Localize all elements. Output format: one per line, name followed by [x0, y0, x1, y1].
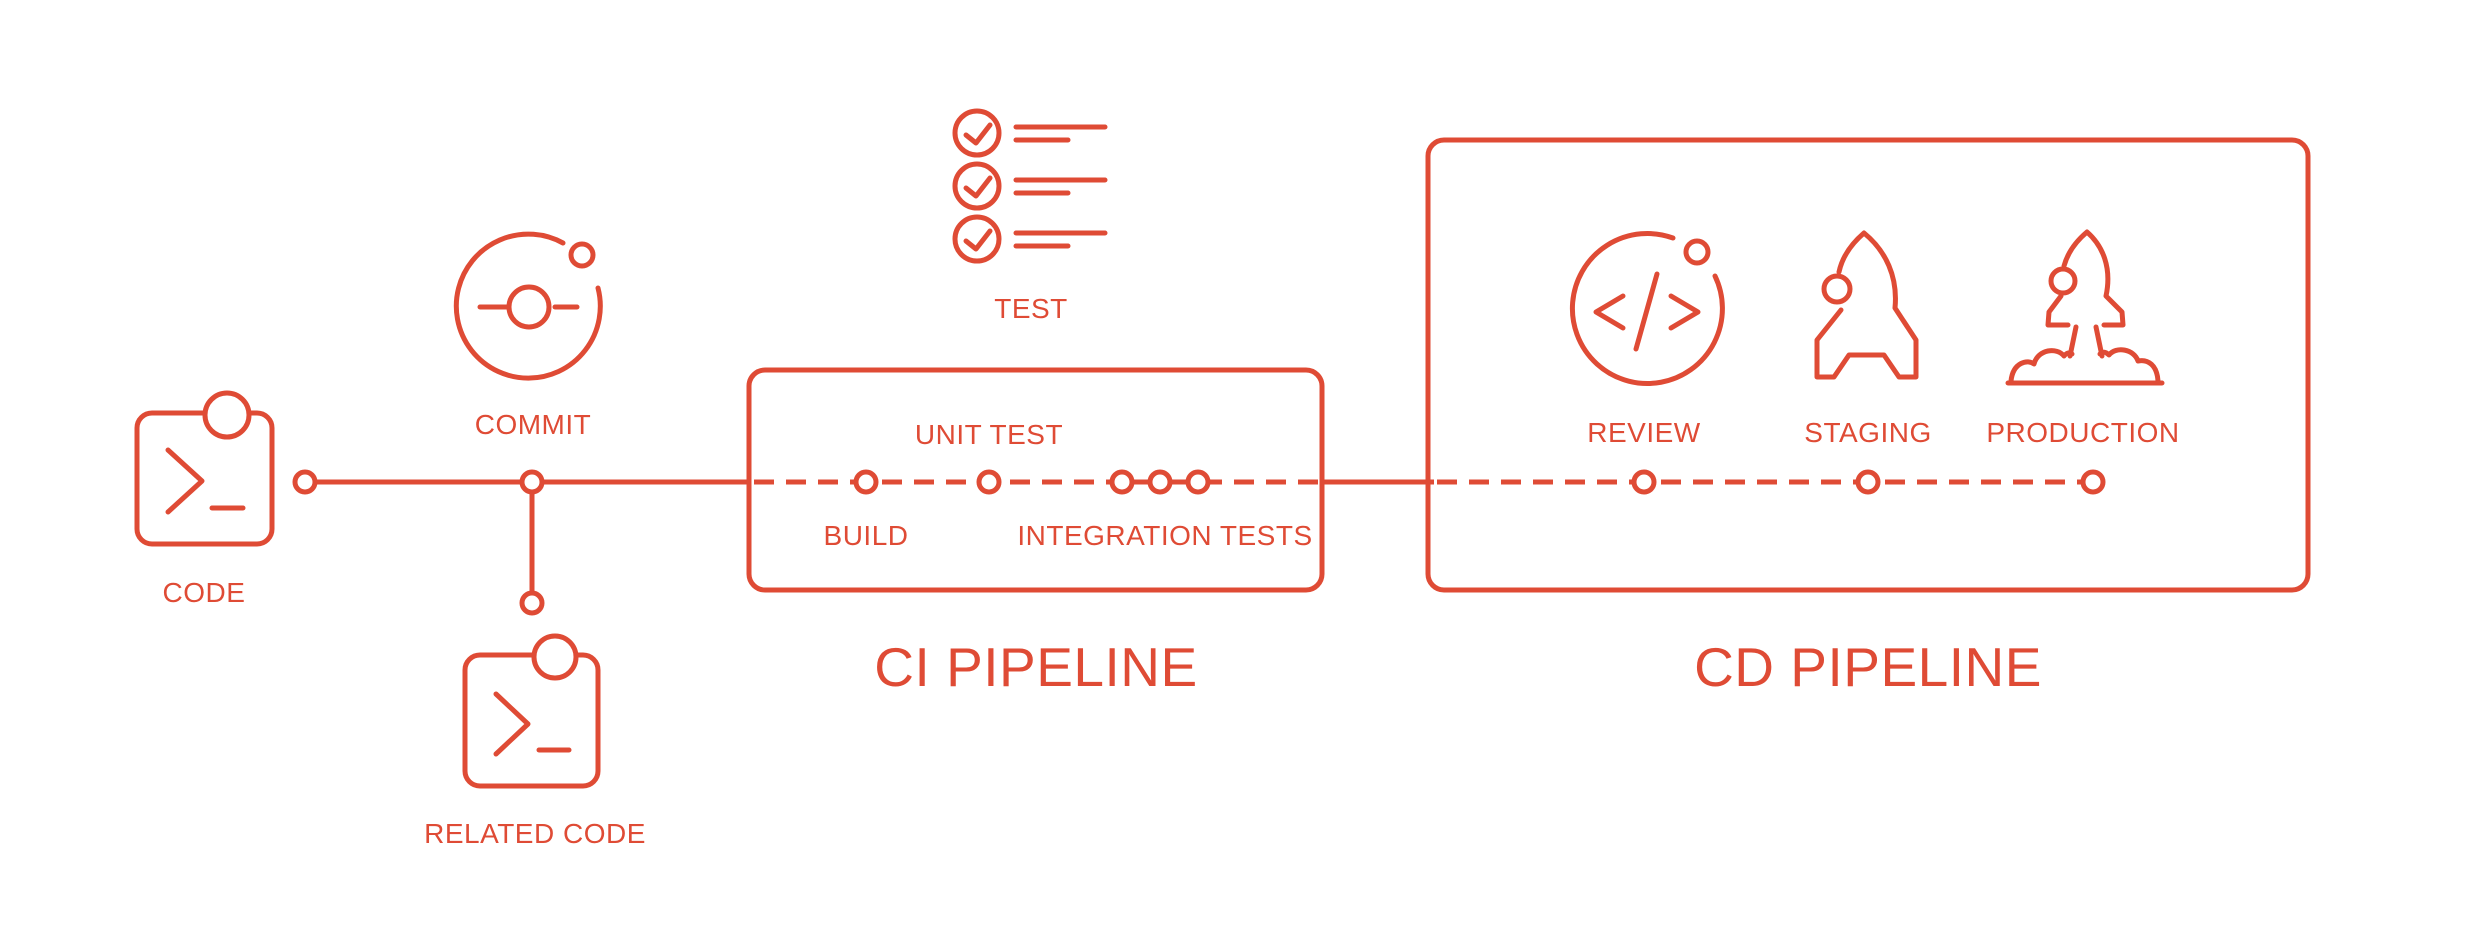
rocket-icon	[1814, 230, 1919, 380]
timeline-node-integration-1	[1109, 469, 1135, 495]
timeline-node-production	[2080, 469, 2106, 495]
timeline-node-code	[292, 469, 318, 495]
timeline-node-unit-test	[976, 469, 1002, 495]
integration-tests-step-label: INTEGRATION TESTS	[1017, 520, 1312, 551]
launch-cloud-left	[2008, 348, 2075, 384]
timeline-node-integration-2	[1147, 469, 1173, 495]
checklist-row-2	[952, 161, 1108, 211]
code-label: CODE	[163, 577, 246, 608]
related-code-label: RELATED CODE	[424, 818, 646, 849]
rocket-launch-icon	[2005, 229, 2165, 386]
timeline-node-review	[1631, 469, 1657, 495]
code-review-icon	[1569, 231, 1725, 386]
cd-pipeline-title: CD PIPELINE	[1694, 636, 2042, 698]
commit-label: COMMIT	[475, 409, 592, 440]
build-step-label: BUILD	[824, 520, 909, 551]
timeline-node-integration-3	[1185, 469, 1211, 495]
launch-cloud-right	[2097, 347, 2161, 384]
checklist-row-3	[952, 214, 1108, 264]
ci-pipeline-box	[746, 367, 1325, 593]
test-label: TEST	[994, 293, 1068, 324]
related-code-terminal-icon	[462, 633, 601, 789]
checklist-row-1	[952, 108, 1108, 158]
terminal-icon	[134, 390, 275, 547]
ci-pipeline-title: CI PIPELINE	[874, 636, 1197, 698]
timeline-node-staging	[1855, 469, 1881, 495]
cd-pipeline-box	[1425, 137, 2311, 593]
unit-test-step-label: UNIT TEST	[915, 419, 1063, 450]
production-step-label: PRODUCTION	[1986, 417, 2179, 448]
checklist-icon	[952, 108, 1108, 264]
branch-node-related-code	[519, 590, 545, 616]
staging-step-label: STAGING	[1804, 417, 1931, 448]
review-step-label: REVIEW	[1587, 417, 1701, 448]
commit-orbit-icon	[453, 231, 603, 381]
timeline-node-build	[853, 469, 879, 495]
timeline-node-commit	[519, 469, 545, 495]
